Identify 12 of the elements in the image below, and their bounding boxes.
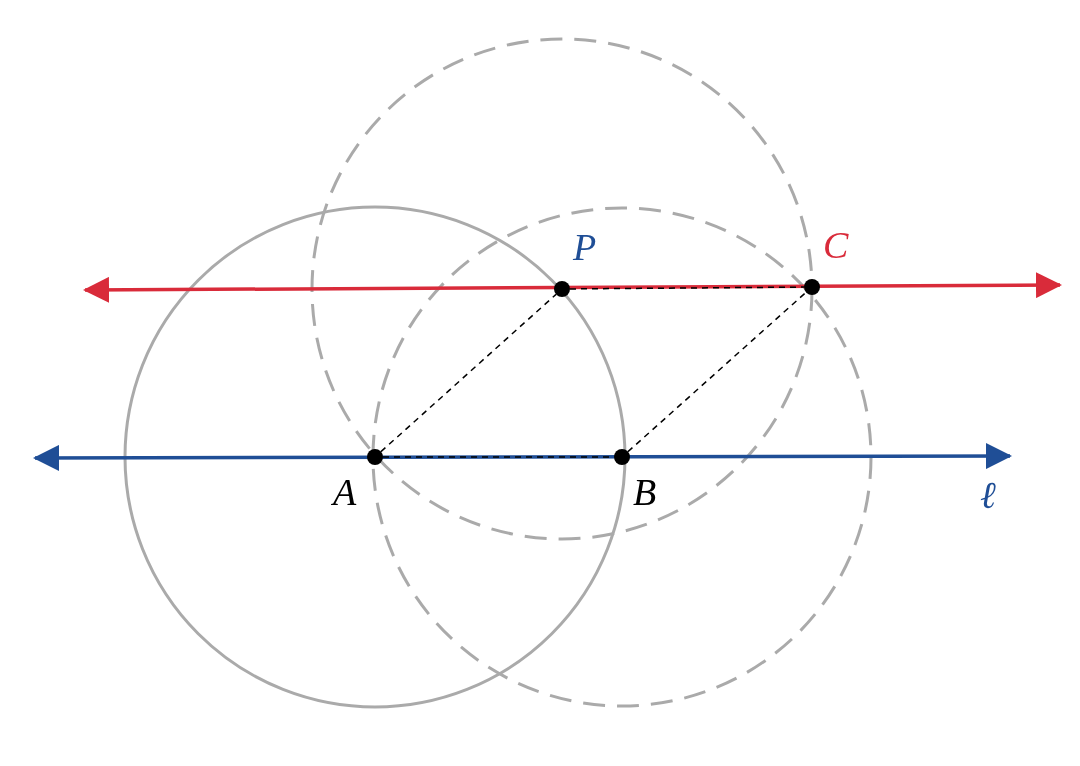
- dashed-segment: [380, 293, 557, 453]
- line-label: ℓ: [980, 476, 996, 514]
- point-dot: [554, 281, 570, 297]
- point-label: A: [333, 473, 357, 511]
- point-label: B: [633, 473, 657, 511]
- point-dot: [804, 279, 820, 295]
- point-dot: [614, 449, 630, 465]
- point-dot: [367, 449, 383, 465]
- dashed-segment: [627, 291, 807, 453]
- point-label: C: [823, 226, 849, 264]
- point-label: P: [573, 228, 597, 266]
- dashed-segment: [569, 286, 805, 290]
